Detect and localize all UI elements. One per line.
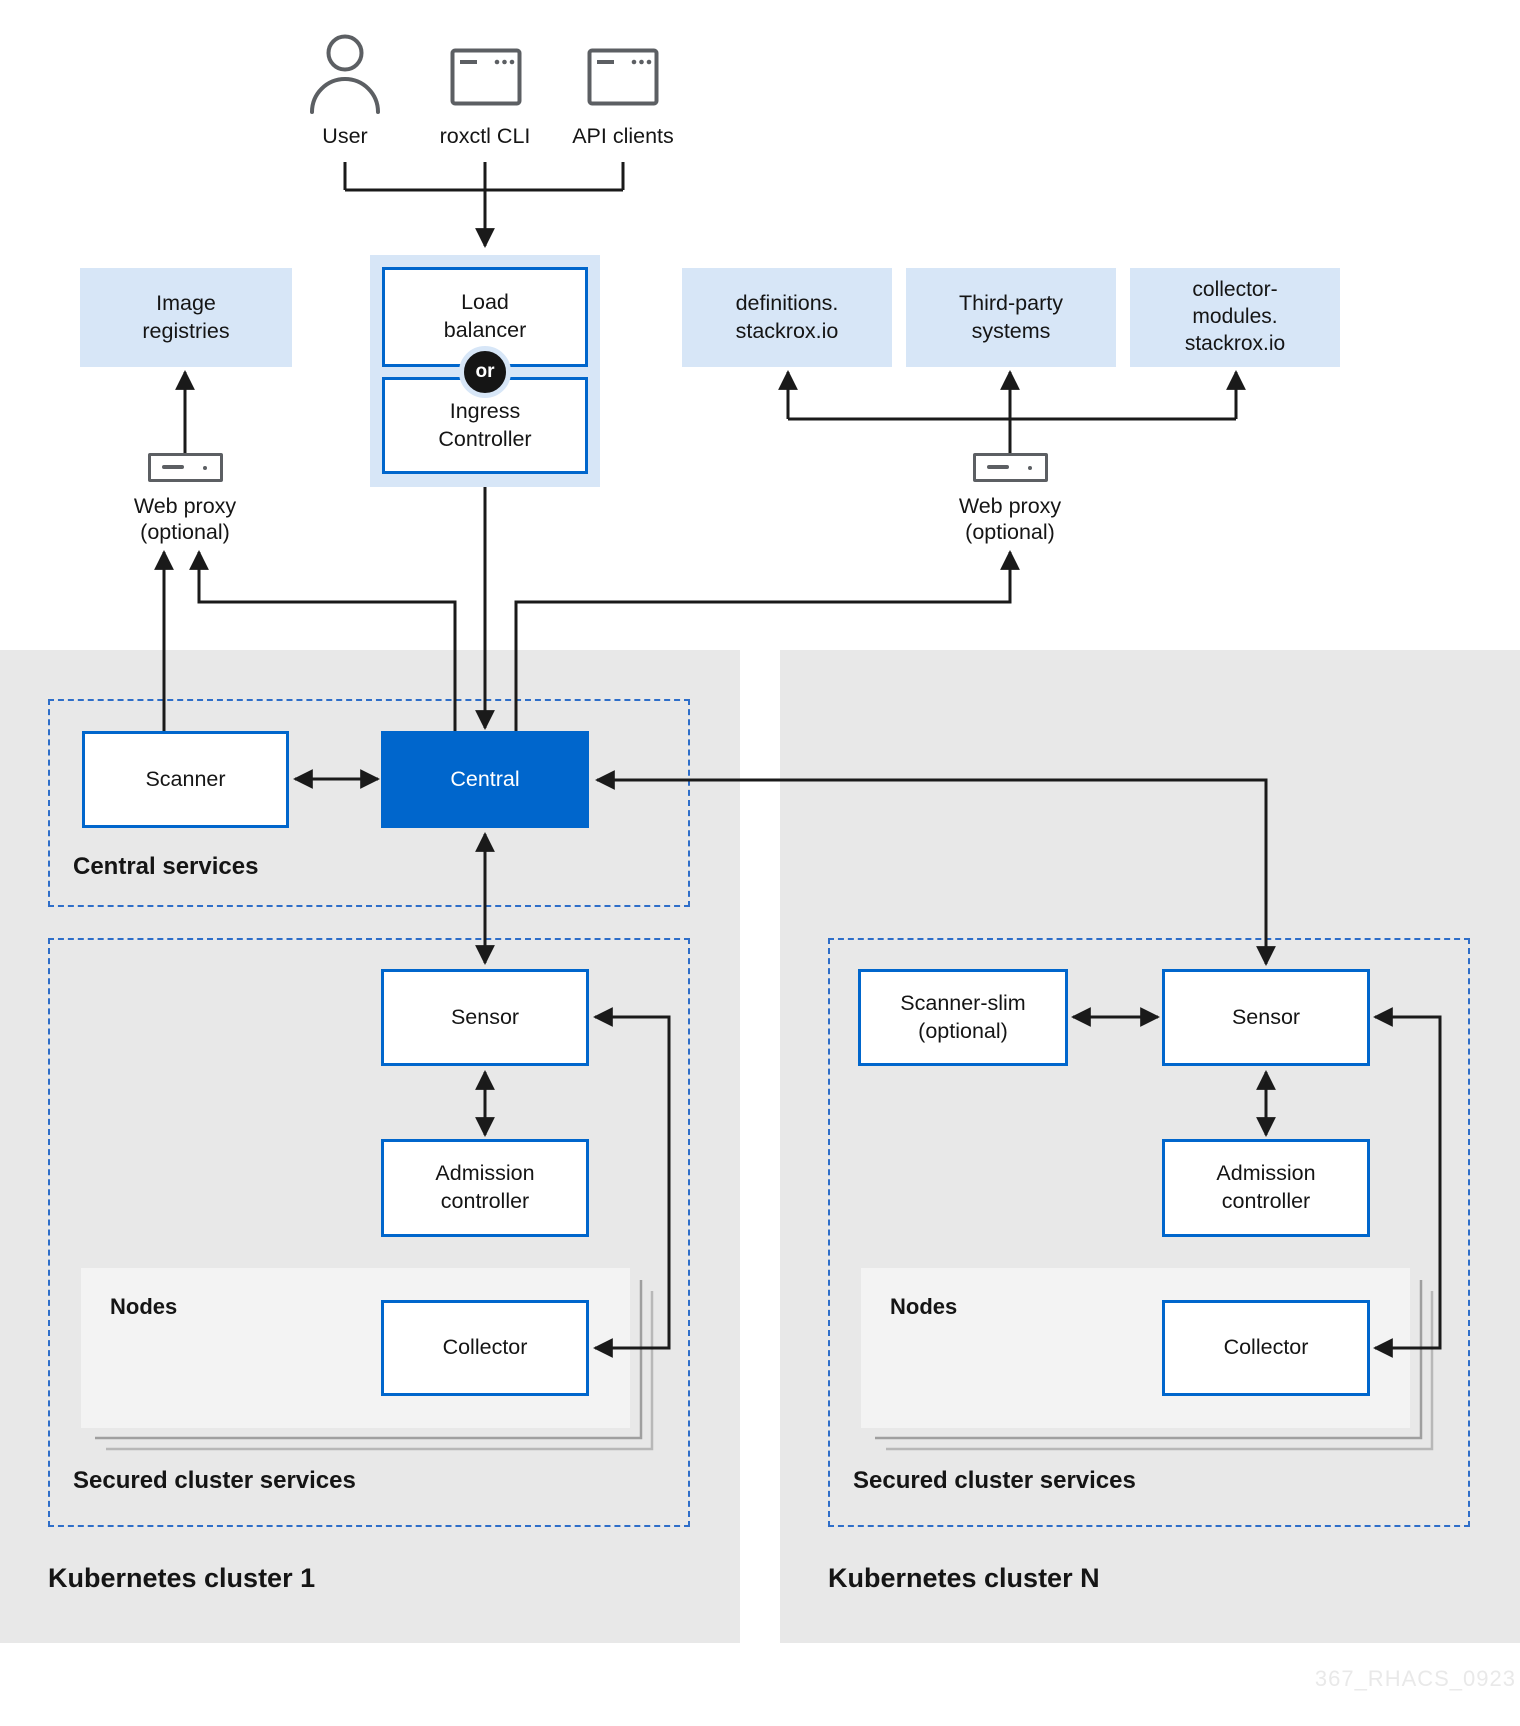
api-clients-label: API clients — [572, 124, 674, 148]
cluster1-secured-title: Secured cluster services — [73, 1467, 356, 1494]
user-label: User — [322, 124, 368, 148]
web-proxy-left-title: Web proxy — [133, 494, 237, 518]
roxctl-cli-icon — [450, 48, 522, 111]
clusterN-secured-title: Secured cluster services — [853, 1467, 1136, 1494]
scanner-box: Scanner — [82, 731, 289, 828]
web-proxy-left-label: Web proxy (optional) — [110, 493, 260, 545]
web-proxy-right-title: Web proxy — [958, 494, 1062, 518]
web-proxy-right-optional: (optional) — [965, 520, 1055, 545]
user-icon — [307, 32, 383, 119]
clusterN-title: Kubernetes cluster N — [828, 1563, 1100, 1593]
cluster1-collector-box: Collector — [381, 1300, 589, 1396]
cluster1-sensor-box: Sensor — [381, 969, 589, 1066]
clusterN-collector-box: Collector — [1162, 1300, 1370, 1396]
connector-actors-bracket — [343, 162, 625, 192]
cluster1-title: Kubernetes cluster 1 — [48, 1563, 316, 1593]
web-proxy-right-label: Web proxy (optional) — [935, 493, 1085, 545]
central-box: Central — [381, 731, 589, 828]
clusterN-sensor-box: Sensor — [1162, 969, 1370, 1066]
api-clients-icon — [587, 48, 659, 111]
image-registries-box: Image registries — [80, 268, 292, 367]
clusterN-admission-box: Admission controller — [1162, 1139, 1370, 1237]
secured-cluster1-boundary — [48, 938, 690, 1527]
collector-modules-box: collector- modules. stackrox.io — [1130, 268, 1340, 367]
central-services-title: Central services — [73, 853, 259, 880]
web-proxy-left-optional: (optional) — [140, 520, 230, 545]
clusterN-scanner-slim-box: Scanner-slim (optional) — [858, 969, 1068, 1066]
cluster1-nodes-label: Nodes — [110, 1294, 178, 1319]
or-badge: or — [459, 346, 511, 398]
clusterN-nodes-label: Nodes — [890, 1294, 958, 1319]
web-proxy-left-icon — [148, 453, 223, 482]
web-proxy-right-icon — [973, 453, 1048, 482]
roxctl-cli-label: roxctl CLI — [439, 124, 531, 148]
third-party-box: Third-party systems — [906, 268, 1116, 367]
definitions-box: definitions. stackrox.io — [682, 268, 892, 367]
watermark-text: 367_RHACS_0923 — [1314, 1666, 1516, 1691]
cluster1-admission-box: Admission controller — [381, 1139, 589, 1237]
